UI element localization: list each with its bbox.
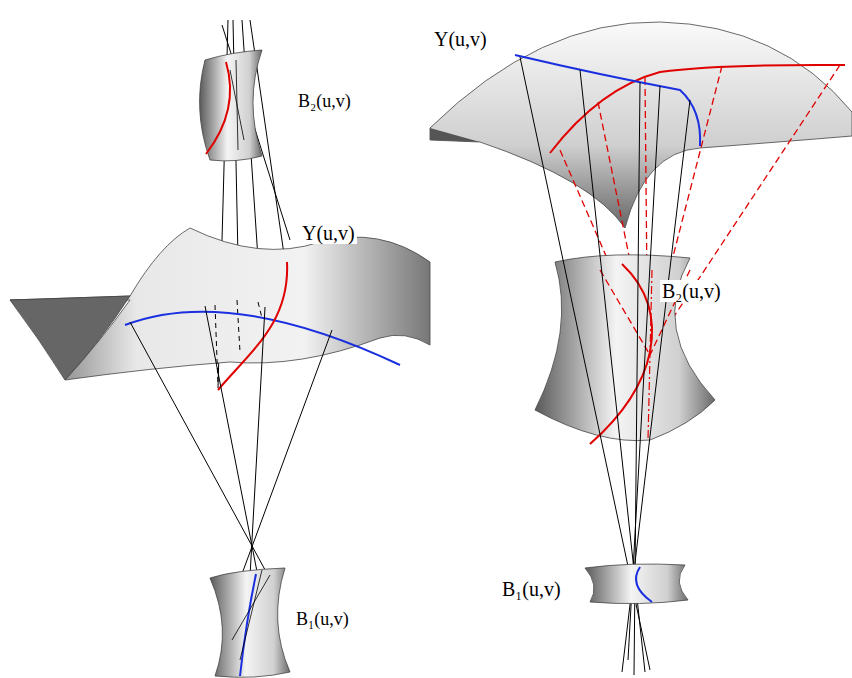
surface-label: Y(u,v) <box>300 222 357 244</box>
surface-label: B₁(u,v) <box>294 610 351 630</box>
surface-label: Y(u,v) <box>432 28 489 50</box>
surface-label: B₂(u,v) <box>296 92 353 112</box>
surface-label: B₂(u,v) <box>660 280 723 302</box>
surface-label: B₁(u,v) <box>500 578 563 600</box>
